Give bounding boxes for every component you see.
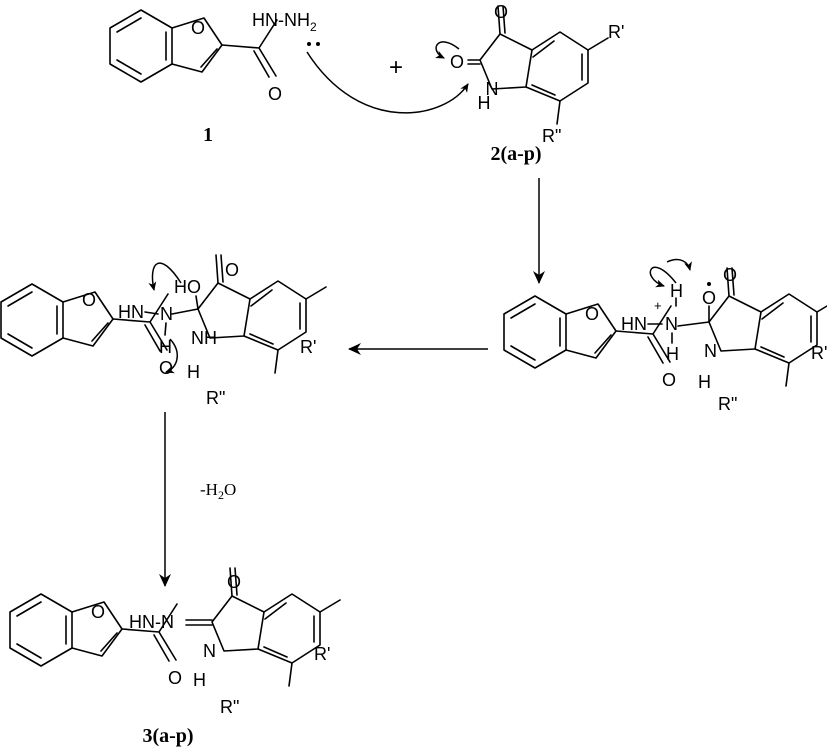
carbonyl-oxygen-1: O xyxy=(268,84,282,104)
ammonium-nitrogen: N xyxy=(665,314,678,334)
product-3: O O HN-N O N H R' R" 3(a-p) xyxy=(9,567,341,747)
indole-nh-hydrogen: H xyxy=(698,372,711,392)
dehydration-condition: -H2O xyxy=(200,480,236,502)
c3-oxygen: O xyxy=(494,2,508,22)
c2-oxygen: O xyxy=(450,52,464,72)
hydrazone-linker: HN-N xyxy=(129,612,174,632)
indole-nh-hydrogen: H xyxy=(193,670,206,690)
r-double-prime-substituent: R" xyxy=(542,126,561,146)
n-c2-bond xyxy=(677,321,710,327)
r-double-prime-substituent: R" xyxy=(718,394,737,414)
carbonyl-oxygen: O xyxy=(662,370,676,390)
indole-nitrogen: N xyxy=(704,341,717,361)
carbinolamine-intermediate: O O HN N H HO O NH H R' R" xyxy=(0,254,327,408)
negative-charge-dot xyxy=(707,282,711,286)
r-prime-substituent: R' xyxy=(608,22,624,42)
compound-2-label: 2(a-p) xyxy=(490,143,541,165)
furan-oxygen-1: O xyxy=(191,18,205,38)
lone-pair-dot xyxy=(307,42,311,46)
carbonyl-oxygen: O xyxy=(168,668,182,688)
c3-oxygen: O xyxy=(225,260,239,280)
n-n-bond xyxy=(144,311,159,315)
carbonyl-electron-arrow xyxy=(435,41,460,59)
hydroxyl-electron-arrow xyxy=(148,262,182,291)
n-h-bond xyxy=(164,322,167,336)
indole-nh-hydrogen: H xyxy=(187,362,200,382)
electron-shift-arrow xyxy=(666,258,692,271)
c3-oxygen: O xyxy=(723,265,737,285)
amine-nitrogen: N xyxy=(160,304,173,324)
carbonyl-oxygen: O xyxy=(159,358,173,378)
r-double-prime-substituent: R" xyxy=(206,388,225,408)
r-prime-substituent: R' xyxy=(314,644,330,664)
hydrazide-group-1: HN-NH2 xyxy=(252,10,317,34)
nh-electron-arrow xyxy=(165,338,178,374)
lone-pair-dot xyxy=(316,42,320,46)
n-c2-bond xyxy=(171,308,199,315)
compound-1: O O HN-NH2 1 xyxy=(109,9,320,146)
indole-nitrogen: N xyxy=(486,79,499,99)
zwitterionic-intermediate: O O HN N + H H O O N H R' R" xyxy=(503,258,827,414)
compound-3-label: 3(a-p) xyxy=(142,725,193,747)
indole-nitrogen: NH xyxy=(191,328,217,348)
furan-oxygen: O xyxy=(82,290,96,310)
hydroxyl-group: HO xyxy=(174,277,201,297)
r-prime-substituent: R' xyxy=(811,343,827,363)
hydrazide-nh: HN xyxy=(621,314,647,334)
plus-sign: + xyxy=(389,54,403,81)
ammonium-h-bottom: H xyxy=(666,344,679,364)
compound-1-label: 1 xyxy=(203,124,213,146)
c2-carbonyl-bond xyxy=(467,59,481,65)
positive-charge: + xyxy=(654,298,662,313)
compound-2: O O N H R' R" 2(a-p) xyxy=(450,2,624,165)
hydrazide-nh: HN xyxy=(118,302,144,322)
indole-nitrogen: N xyxy=(203,641,216,661)
proton-transfer-arrow xyxy=(649,266,677,288)
c-oh-bond xyxy=(195,295,199,310)
c3-oxygen: O xyxy=(227,572,241,592)
indole-nh-hydrogen: H xyxy=(478,93,491,113)
n-c-double-bond xyxy=(185,619,213,626)
r-prime-substituent: R' xyxy=(300,337,316,357)
alkoxide-oxygen: O xyxy=(702,288,716,308)
furan-oxygen: O xyxy=(91,602,105,622)
r-double-prime-substituent: R" xyxy=(220,697,239,717)
furan-oxygen: O xyxy=(585,304,599,324)
amine-hydrogen: H xyxy=(159,337,172,357)
ammonium-h-top: H xyxy=(670,281,683,301)
nucleophilic-attack-arrow xyxy=(306,51,469,114)
